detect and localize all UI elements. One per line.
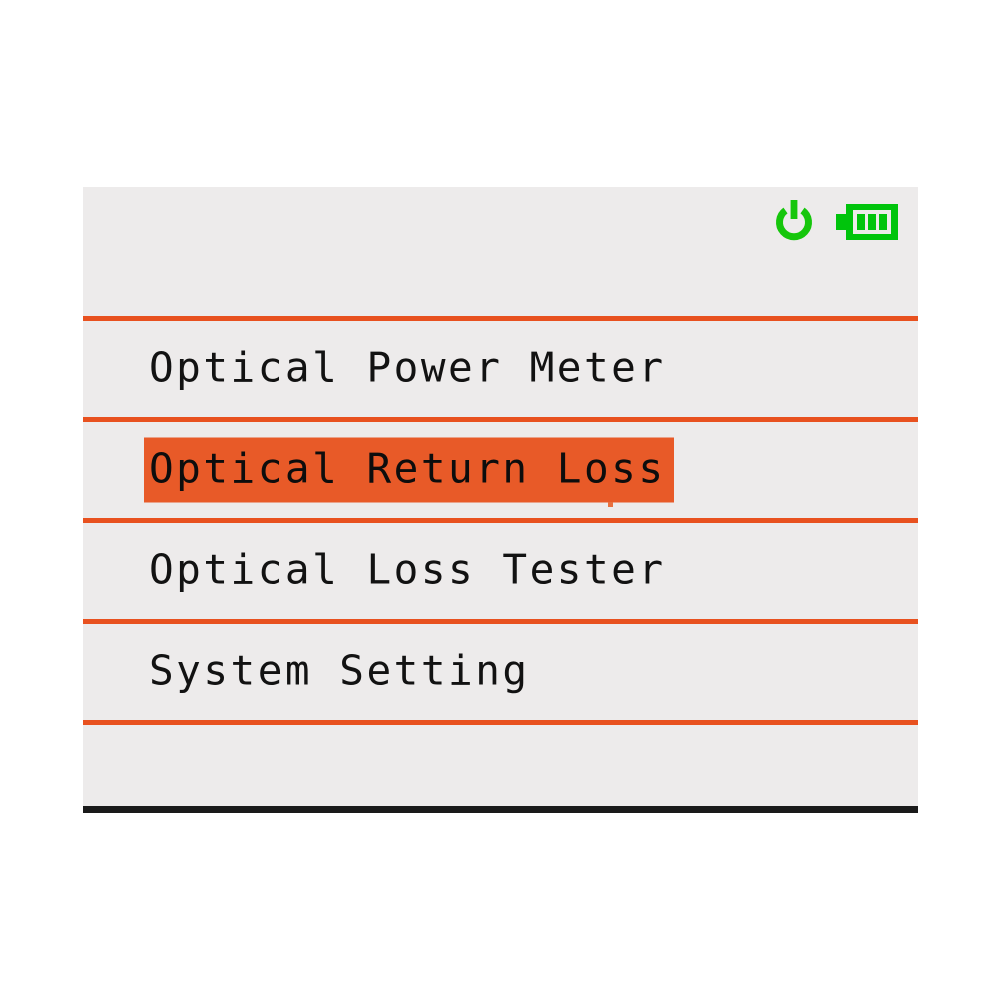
menu-list[interactable]: Optical Power Meter Optical Return Loss … — [83, 316, 918, 808]
screen-bottom-edge — [83, 806, 918, 813]
battery-icon — [836, 204, 898, 240]
menu-item-label: System Setting — [149, 646, 530, 695]
menu-item-system-setting[interactable]: System Setting — [83, 619, 918, 720]
menu-item-optical-loss-tester[interactable]: Optical Loss Tester — [83, 518, 918, 619]
status-icon-group — [774, 200, 898, 244]
menu-item-label: Optical Power Meter — [149, 343, 666, 392]
menu-item-label: Optical Loss Tester — [149, 545, 666, 594]
menu-item-optical-return-loss[interactable]: Optical Return Loss — [83, 417, 918, 518]
menu-item-optical-power-meter[interactable]: Optical Power Meter — [83, 316, 918, 417]
display-speck-artifact — [608, 502, 613, 507]
device-screen: Optical Power Meter Optical Return Loss … — [83, 187, 918, 813]
menu-item-label: Optical Return Loss — [144, 437, 674, 503]
status-bar — [83, 187, 918, 316]
power-icon — [774, 200, 814, 244]
menu-item-empty — [83, 720, 918, 808]
